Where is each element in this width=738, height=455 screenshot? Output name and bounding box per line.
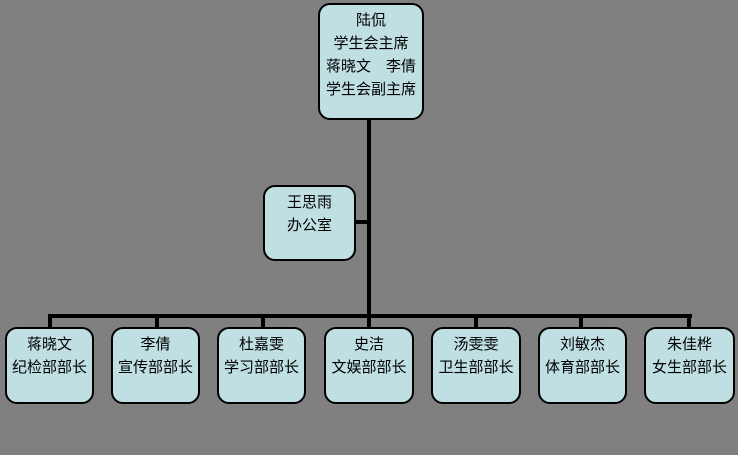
org-node-dept-wenyu[interactable]: 史洁 文娱部部长 [324, 327, 414, 404]
dept-head-name: 刘敏杰 [559, 336, 605, 353]
president-title: 学生会主席 [333, 35, 409, 52]
dept-head-title: 卫生部部长 [438, 359, 514, 376]
dept-head-title: 学习部部长 [223, 359, 299, 376]
office-name: 王思雨 [286, 194, 332, 211]
org-node-dept-weisheng[interactable]: 汤雯雯 卫生部部长 [431, 327, 521, 404]
president-name: 陆侃 [355, 12, 386, 29]
connector-dept-stub [687, 316, 691, 328]
connector-dept-stub [261, 316, 265, 328]
dept-head-name: 朱佳桦 [666, 336, 712, 353]
dept-head-name: 蒋晓文 [26, 336, 72, 353]
org-node-office[interactable]: 王思雨 办公室 [263, 185, 356, 261]
vice-president-names: 蒋晓文 李倩 [325, 58, 416, 75]
connector-dept-stub [48, 316, 52, 328]
dept-head-title: 纪检部部长 [11, 359, 87, 376]
office-title: 办公室 [286, 217, 332, 234]
org-node-dept-jijian[interactable]: 蒋晓文 纪检部部长 [5, 327, 94, 404]
org-node-president[interactable]: 陆侃 学生会主席 蒋晓文 李倩 学生会副主席 [318, 3, 424, 120]
org-node-dept-xuanchuan[interactable]: 李倩 宣传部部长 [111, 327, 200, 404]
connector-dept-stub [155, 316, 159, 328]
dept-head-title: 体育部部长 [544, 359, 620, 376]
connector-dept-stub [367, 316, 371, 328]
connector-office-stub [356, 220, 369, 224]
dept-head-name: 李倩 [140, 336, 171, 353]
connector-dept-stub [474, 316, 478, 328]
vice-president-title: 学生会副主席 [325, 81, 416, 98]
connector-dept-stub [579, 316, 583, 328]
dept-head-title: 文娱部部长 [331, 359, 407, 376]
dept-head-title: 女生部部长 [651, 359, 727, 376]
dept-head-name: 史洁 [353, 336, 384, 353]
org-node-dept-tiyu[interactable]: 刘敏杰 体育部部长 [538, 327, 627, 404]
org-node-dept-nvsheng[interactable]: 朱佳桦 女生部部长 [644, 327, 735, 404]
dept-head-title: 宣传部部长 [117, 359, 193, 376]
org-node-dept-xuexi[interactable]: 杜嘉雯 学习部部长 [217, 327, 306, 404]
connector-root-vertical [367, 120, 371, 316]
dept-head-name: 杜嘉雯 [238, 336, 284, 353]
dept-head-name: 汤雯雯 [453, 336, 499, 353]
